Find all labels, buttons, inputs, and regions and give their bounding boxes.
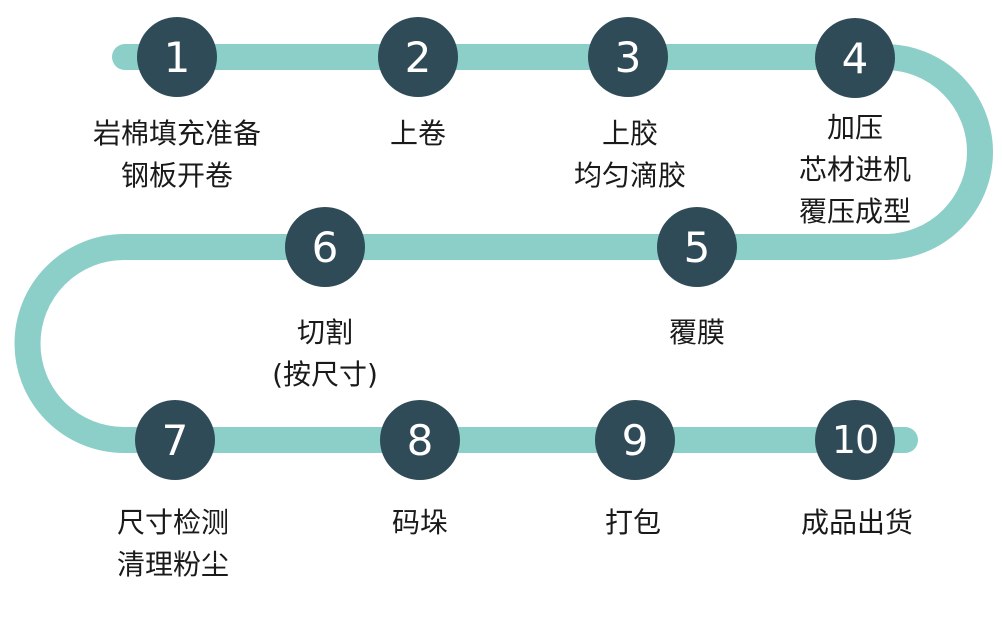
step-label-line: 码垛 — [391, 506, 448, 539]
step-number-badge: 4 — [815, 18, 895, 98]
step-number-badge: 1 — [137, 17, 217, 97]
step-label-line: 岩棉填充准备 — [92, 117, 261, 150]
step-label-line: 覆膜 — [668, 316, 725, 349]
step-label: 成品出货 — [737, 502, 977, 544]
step-label-line: 清理粉尘 — [116, 548, 229, 581]
step-label: 切割 (按尺寸) — [205, 312, 445, 396]
step-label: 尺寸检测 清理粉尘 — [53, 502, 293, 586]
step-label-line: 尺寸检测 — [116, 506, 229, 539]
step-label: 覆膜 — [577, 312, 817, 354]
serpentine-track-line — [14, 44, 993, 453]
step-label: 加压 芯材进机 覆压成型 — [735, 107, 975, 233]
step-number-badge: 10 — [815, 400, 895, 480]
step-label: 上胶 均匀滴胶 — [510, 113, 750, 197]
step-label: 码垛 — [300, 502, 540, 544]
step-label-line: 加压 — [826, 111, 883, 144]
step-number-badge: 6 — [285, 207, 365, 287]
step-label-line: (按尺寸) — [272, 358, 378, 391]
step-label-line: 上胶 — [601, 117, 658, 150]
step-label-line: 钢板开卷 — [120, 159, 233, 192]
step-number-badge: 5 — [657, 207, 737, 287]
step-label: 岩棉填充准备 钢板开卷 — [57, 113, 297, 197]
step-number-badge: 8 — [380, 400, 460, 480]
step-number-badge: 7 — [135, 400, 215, 480]
step-label-line: 覆压成型 — [798, 195, 911, 228]
step-label: 上卷 — [298, 113, 538, 155]
step-label-line: 切割 — [296, 316, 353, 349]
step-label: 打包 — [513, 502, 753, 544]
step-label-line: 上卷 — [389, 117, 446, 150]
step-label-line: 均匀滴胶 — [573, 159, 686, 192]
step-number-badge: 2 — [378, 17, 458, 97]
step-number-badge: 3 — [588, 17, 668, 97]
step-label-line: 打包 — [604, 506, 661, 539]
step-label-line: 成品出货 — [800, 506, 913, 539]
step-number-badge: 9 — [595, 400, 675, 480]
step-label-line: 芯材进机 — [798, 153, 911, 186]
